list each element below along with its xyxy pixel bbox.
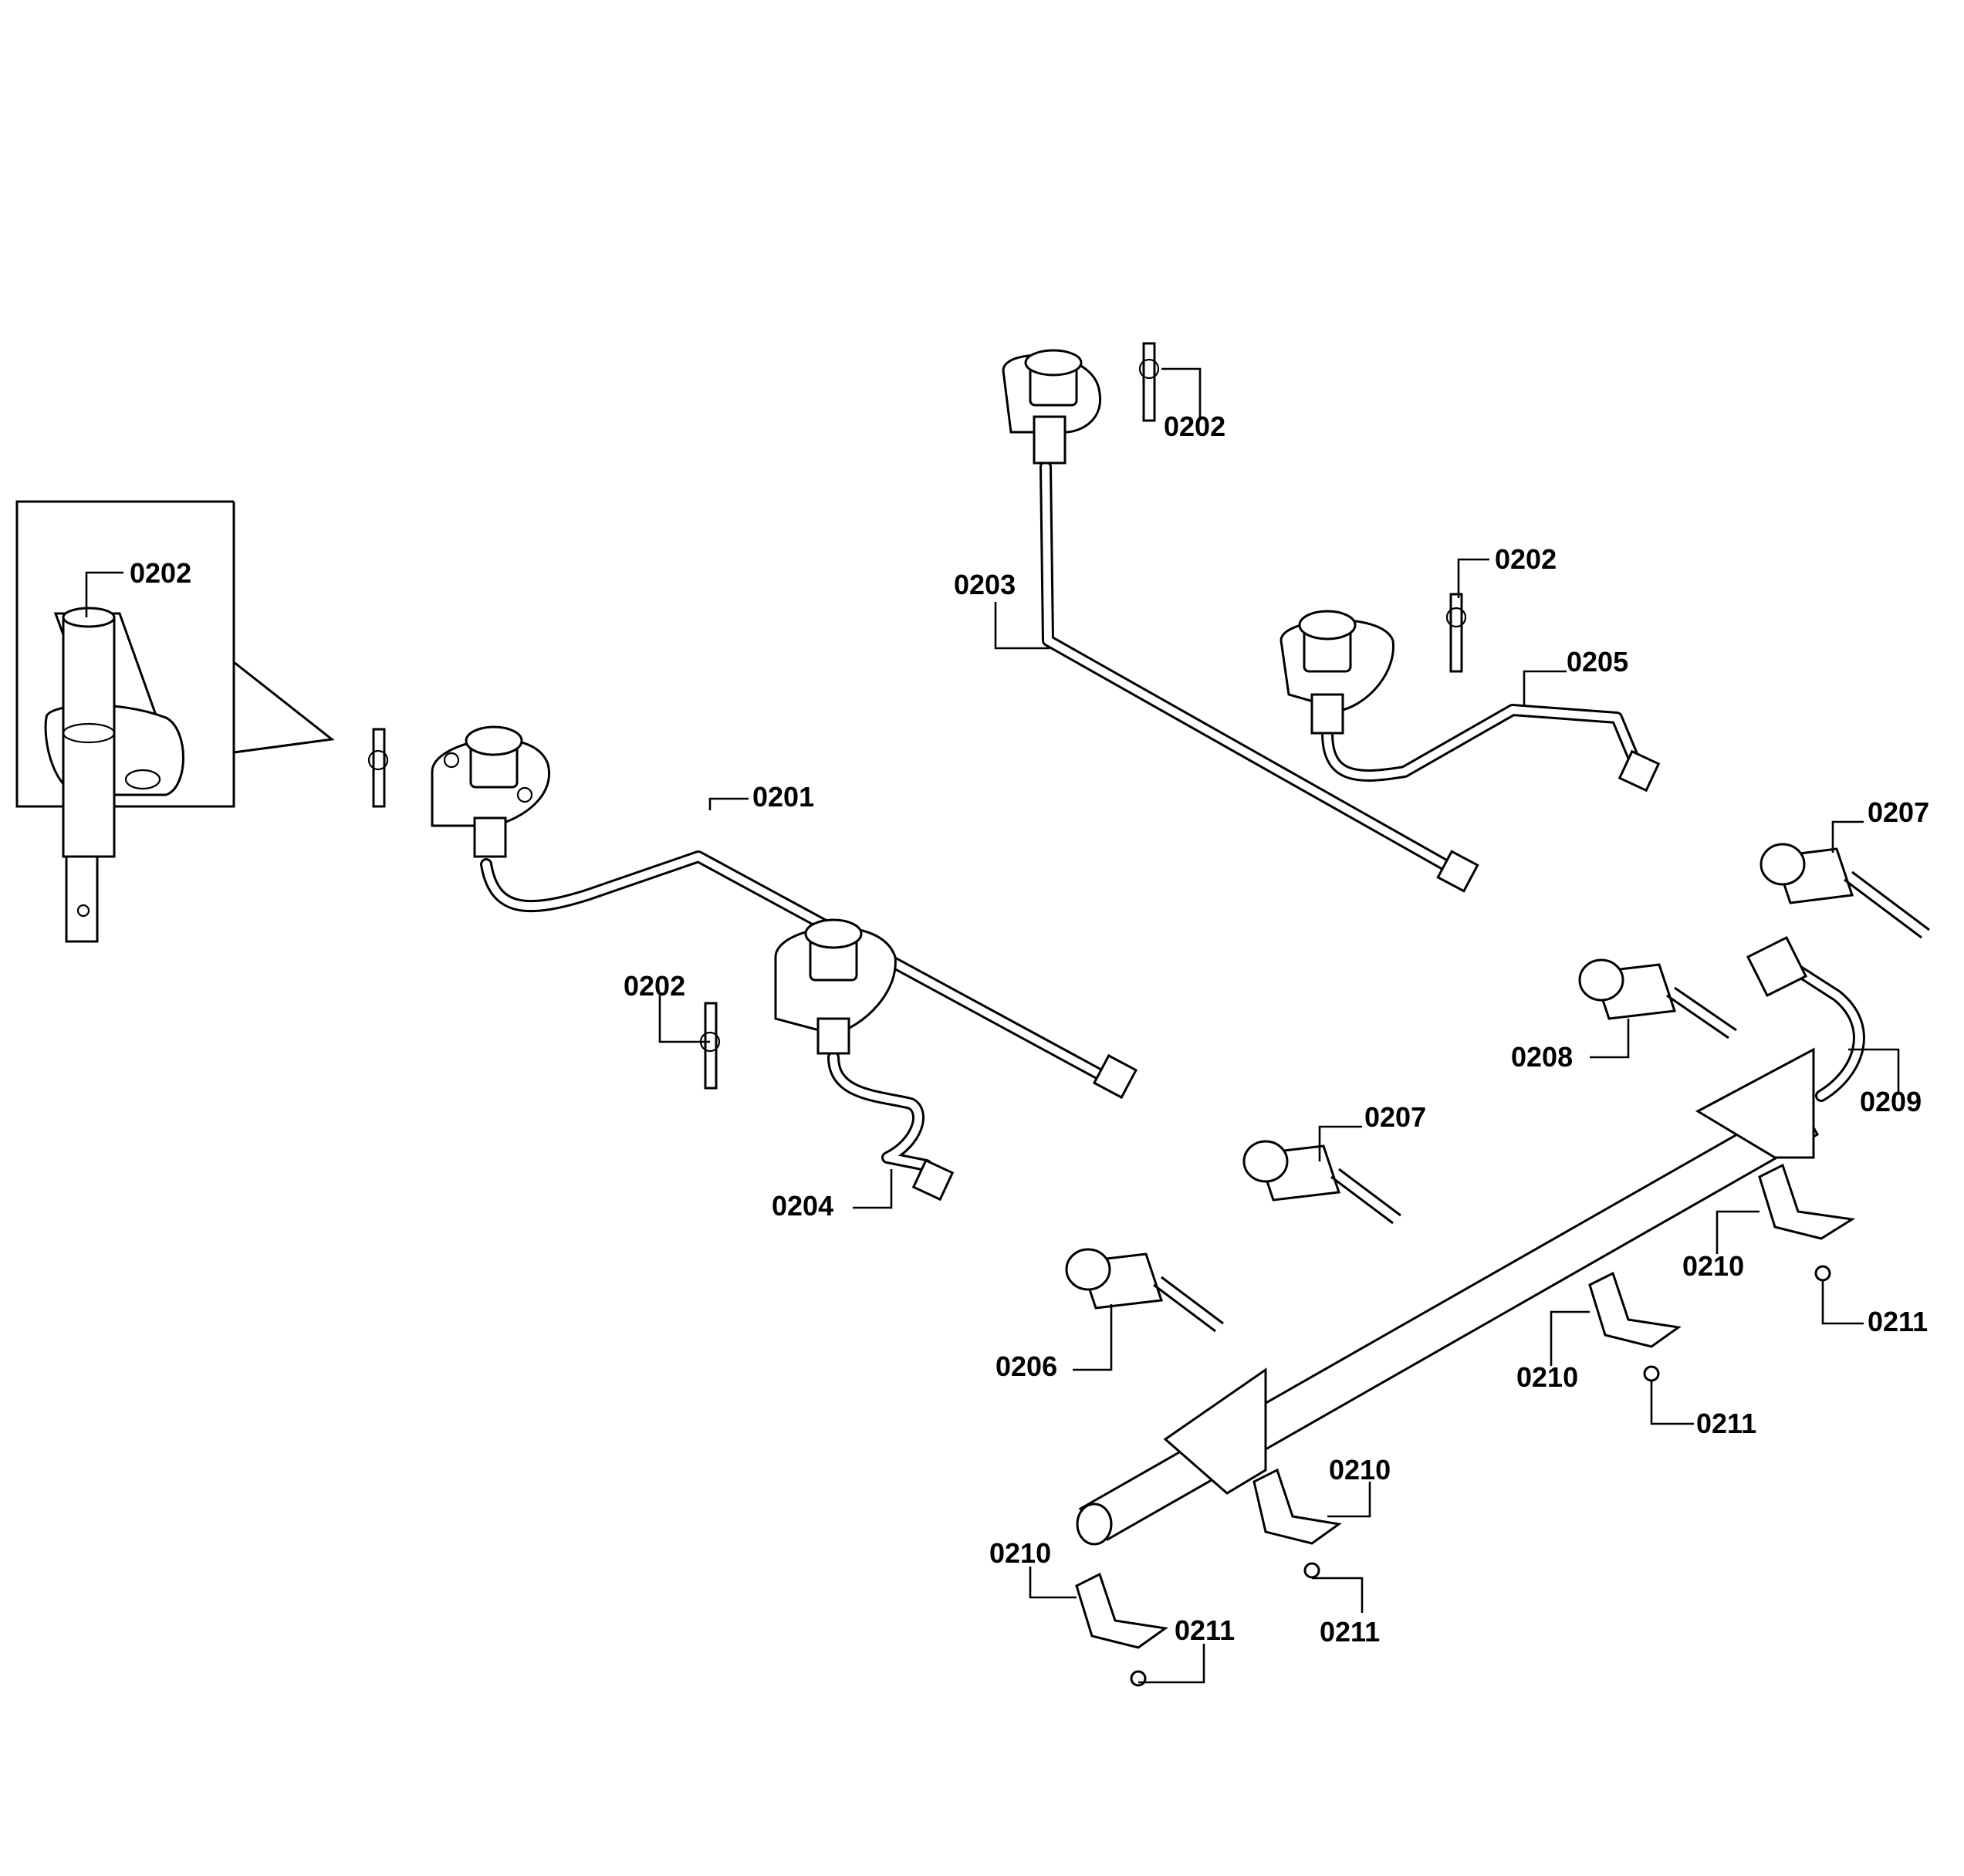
label-0210-c: 0210 [1329, 1454, 1391, 1486]
label-0206: 0206 [996, 1350, 1057, 1382]
burner-valve-0203 [1002, 349, 1479, 893]
bracket-0210-b [1588, 1271, 1682, 1348]
detail-inset [15, 500, 335, 943]
valve-0208 [1578, 958, 1737, 1039]
label-0207-lower: 0207 [1364, 1101, 1426, 1133]
bracket-0210-a [1758, 1163, 1856, 1240]
electrode-0202-b [699, 1002, 721, 1090]
electrode-0202-a [367, 728, 389, 808]
screw-0211-c [1303, 1562, 1320, 1579]
label-0202-top: 0202 [1164, 411, 1225, 442]
screw-0211-b [1643, 1365, 1660, 1382]
label-0203: 0203 [954, 569, 1016, 600]
callout-labels: 0202 0202 0202 0202 0203 0205 0201 0207 … [130, 411, 1929, 1648]
label-0207-upper: 0207 [1868, 796, 1929, 828]
bracket-0210-c [1252, 1468, 1342, 1545]
leader-lines [658, 367, 1900, 1684]
label-0210-b: 0210 [1516, 1361, 1578, 1393]
burner-valve-0201 [431, 725, 1138, 1100]
label-0202-right: 0202 [1495, 543, 1557, 575]
label-0211-a: 0211 [1868, 1306, 1928, 1337]
valve-0207-upper [1759, 843, 1930, 939]
label-0208: 0208 [1511, 1041, 1573, 1073]
burner-valve-0204 [774, 918, 955, 1202]
electrode-0202-c [1138, 342, 1160, 422]
label-0202-mid: 0202 [624, 970, 685, 1002]
label-0210-d: 0210 [989, 1537, 1051, 1569]
label-0211-d: 0211 [1175, 1614, 1235, 1646]
label-0211-c: 0211 [1320, 1616, 1380, 1648]
valve-0206 [1065, 1248, 1224, 1333]
label-0205: 0205 [1567, 646, 1628, 678]
label-0204: 0204 [772, 1190, 833, 1222]
label-0201: 0201 [752, 781, 814, 813]
label-0211-b: 0211 [1696, 1408, 1756, 1439]
label-0209: 0209 [1860, 1086, 1922, 1117]
electrode-0202-d [1445, 593, 1467, 673]
label-0210-a: 0210 [1682, 1250, 1744, 1282]
burner-valve-0205 [1279, 610, 1661, 793]
manifold-pipe-0209 [1076, 935, 1865, 1546]
label-0202-inset: 0202 [130, 557, 191, 589]
valve-0207-lower [1242, 1140, 1401, 1225]
bracket-0210-d [1075, 1572, 1168, 1649]
screw-0211-a [1814, 1265, 1831, 1282]
